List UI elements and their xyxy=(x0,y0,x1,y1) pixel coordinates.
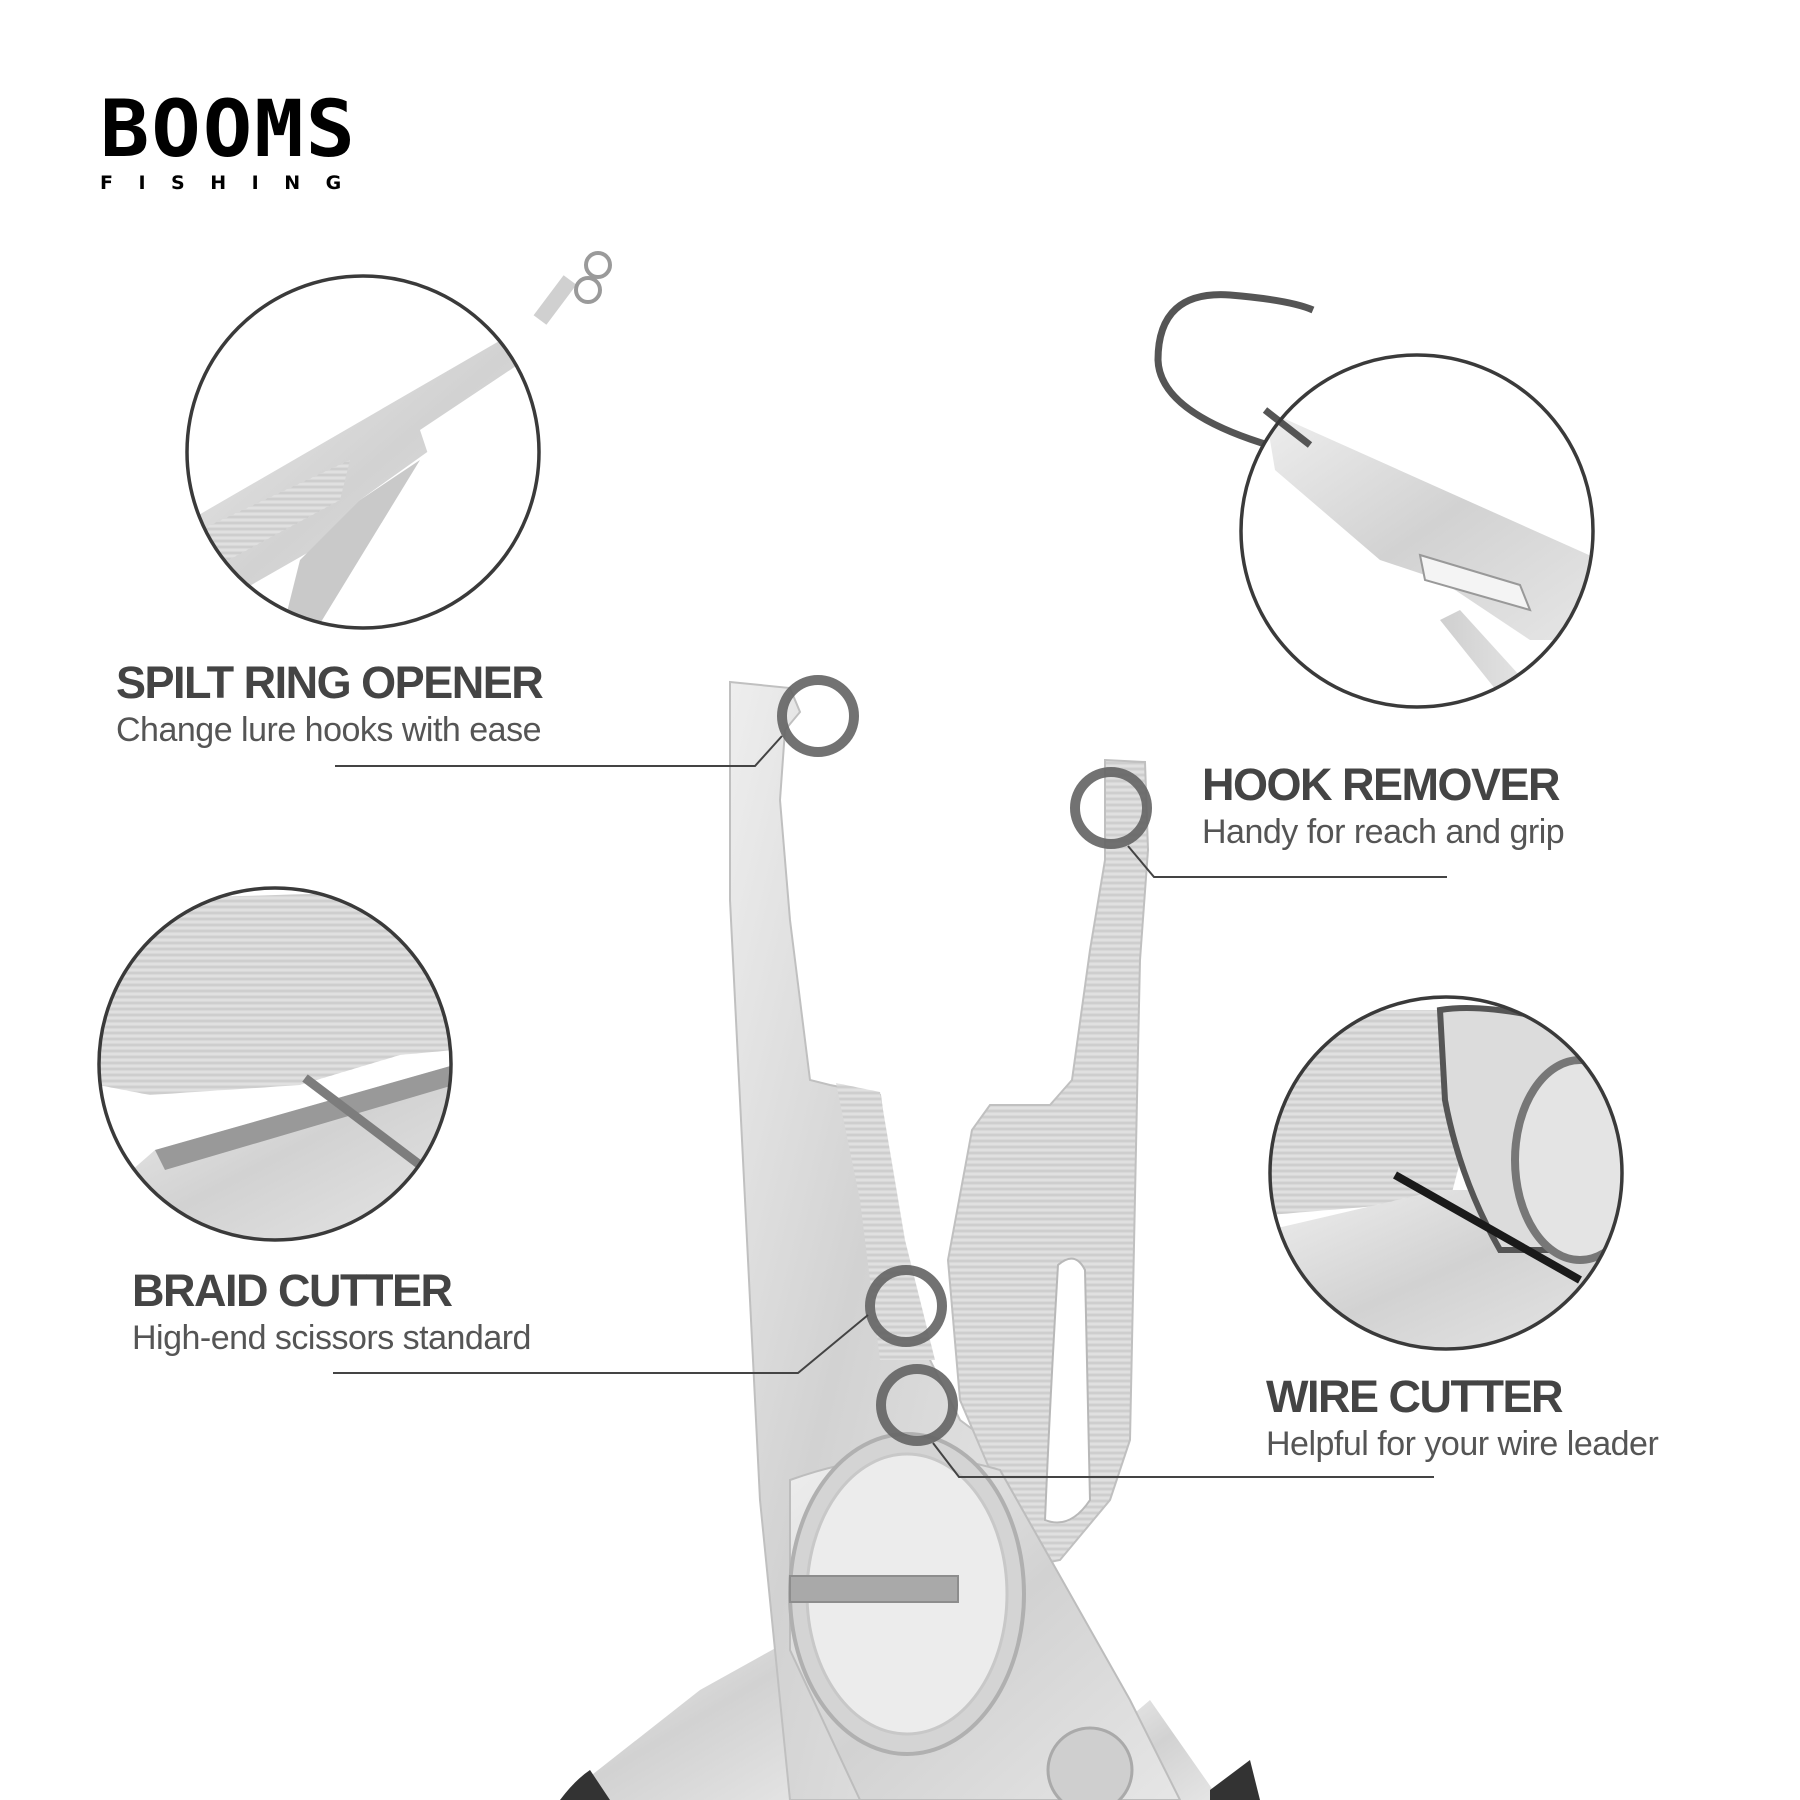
feature-title: HOOK REMOVER xyxy=(1202,759,1561,810)
detail-circle-braid-cutter xyxy=(97,886,453,1242)
callout-wire-cutter xyxy=(876,1364,1434,1478)
detail-circle-wire-cutter xyxy=(1268,995,1624,1351)
logo-sub-text: FISHING xyxy=(100,172,367,194)
feature-desc: Helpful for your wire leader xyxy=(1266,1425,1659,1463)
detail-circle-split-ring xyxy=(185,251,612,630)
feature-title: WIRE CUTTER xyxy=(1266,1371,1563,1422)
feature-split-ring-opener: SPILT RING OPENER Change lure hooks with… xyxy=(116,657,544,752)
logo-brand-text: BOOMS xyxy=(100,85,358,175)
feature-hook-remover: HOOK REMOVER Handy for reach and grip xyxy=(1202,759,1565,854)
callout-hook-remover xyxy=(1070,767,1447,878)
feature-braid-cutter: BRAID CUTTER High-end scissors standard xyxy=(132,1266,531,1360)
feature-title: SPILT RING OPENER xyxy=(116,657,544,708)
screw-slot xyxy=(789,1575,959,1603)
feature-title: BRAID CUTTER xyxy=(132,1265,453,1316)
detail-circle-hook-remover xyxy=(1154,291,1595,709)
callout-split-ring xyxy=(335,675,859,767)
callout-braid-cutter xyxy=(333,1265,947,1374)
main-pliers xyxy=(560,680,1260,1800)
feature-desc: Change lure hooks with ease xyxy=(116,711,542,749)
feature-wire-cutter: WIRE CUTTER Helpful for your wire leader xyxy=(1266,1371,1659,1466)
feature-desc: High-end scissors standard xyxy=(132,1319,531,1357)
brand-logo: BOOMS FISHING xyxy=(100,91,367,194)
feature-desc: Handy for reach and grip xyxy=(1202,813,1565,851)
